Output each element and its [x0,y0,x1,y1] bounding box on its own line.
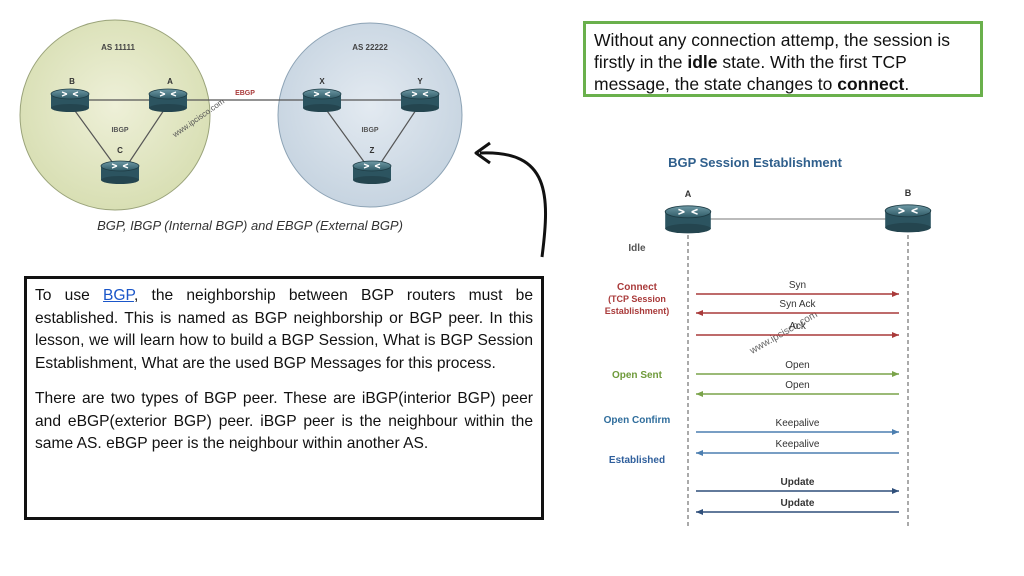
link-a-c [123,103,169,171]
seq-router-a-icon [664,204,712,234]
seq-router-b-label: B [905,188,912,198]
router-z-icon [352,160,392,184]
sequence-watermark: www.ipcisco.com [747,309,819,357]
state-label-1-line-0: Connect [617,282,658,293]
router-b-icon [50,88,90,112]
link-x-z [321,103,371,171]
link-y-z [375,103,421,171]
router-x-label: X [319,77,325,86]
topology-caption: BGP, IBGP (Internal BGP) and EBGP (Exter… [97,218,403,233]
state-label-1-line-2: Establishment) [605,306,670,316]
message-arrow-3: Open [696,360,899,377]
message-arrow-1: Syn Ack [696,299,899,316]
seq-router-a-label: A [685,189,692,199]
message-label-5: Keepalive [776,418,820,429]
p1-text-end: , the neighborship between BGP routers m… [35,287,533,372]
router-y-label: Y [417,77,423,86]
router-y-icon [400,88,440,112]
message-label-4: Open [785,380,809,391]
note-text-2: state. With the first TCP message, the s… [594,52,907,94]
message-arrow-7: Update [696,477,899,494]
as-22222-ibgp-label: IBGP [361,127,378,134]
description-paragraph-1: To use BGP, the neighborship between BGP… [35,285,533,375]
p1-text-start: To use [35,287,104,304]
note-idle-bold: idle [687,52,718,72]
router-x-icon [302,88,342,112]
idle-connect-note: Without any connection attemp, the sessi… [583,21,983,97]
state-label-4-line-0: Established [609,455,665,466]
link-b-c [69,103,119,171]
seq-router-b-icon [884,203,932,233]
as-11111-cloud [19,19,211,211]
message-label-6: Keepalive [776,439,820,450]
ebgp-label: EBGP [235,90,255,97]
router-c-icon [100,160,140,184]
message-arrow-6: Keepalive [696,439,899,456]
bgp-topology-diagram: AS 11111 AS 22222 B A C IBGP X Y Z IBGP … [19,19,463,211]
state-label-0-line-0: Idle [628,243,646,254]
message-label-7: Update [781,477,815,488]
message-label-1: Syn Ack [779,299,816,310]
message-label-3: Open [785,360,809,371]
as-22222-cloud [277,22,463,208]
router-a-icon [148,88,188,112]
as-11111-label: AS 11111 [101,43,135,52]
description-box: To use BGP, the neighborship between BGP… [24,276,544,520]
sequence-title: BGP Session Establishment [668,155,843,170]
curved-arrow-icon [474,141,547,258]
message-arrow-8: Update [696,498,899,515]
bgp-link[interactable]: BGP [103,287,134,304]
message-arrow-0: Syn [696,280,899,297]
as-11111-ibgp-label: IBGP [111,127,128,134]
state-label-2-line-0: Open Sent [612,370,663,381]
message-label-2: Ack [789,321,807,332]
router-c-label: C [117,146,123,155]
message-arrow-4: Open [696,380,899,397]
as-22222-label: AS 22222 [352,43,388,52]
router-b-label: B [69,77,75,86]
message-label-8: Update [781,498,815,509]
description-paragraph-2: There are two types of BGP peer. These a… [35,390,533,452]
router-z-label: Z [370,146,375,155]
router-a-label: A [167,77,173,86]
state-label-3-line-0: Open Confirm [604,415,671,426]
state-label-1-line-1: (TCP Session [608,294,666,304]
bgp-session-sequence-diagram: BGP Session Establishment A B www.ipcisc… [604,155,932,528]
message-arrow-2: Ack [696,321,899,338]
message-arrow-5: Keepalive [696,418,899,435]
note-connect-bold: connect [837,74,905,94]
note-text-3: . [904,74,910,94]
note-text-1: Without any connection attemp, the sessi… [594,30,951,72]
message-label-0: Syn [789,280,806,291]
